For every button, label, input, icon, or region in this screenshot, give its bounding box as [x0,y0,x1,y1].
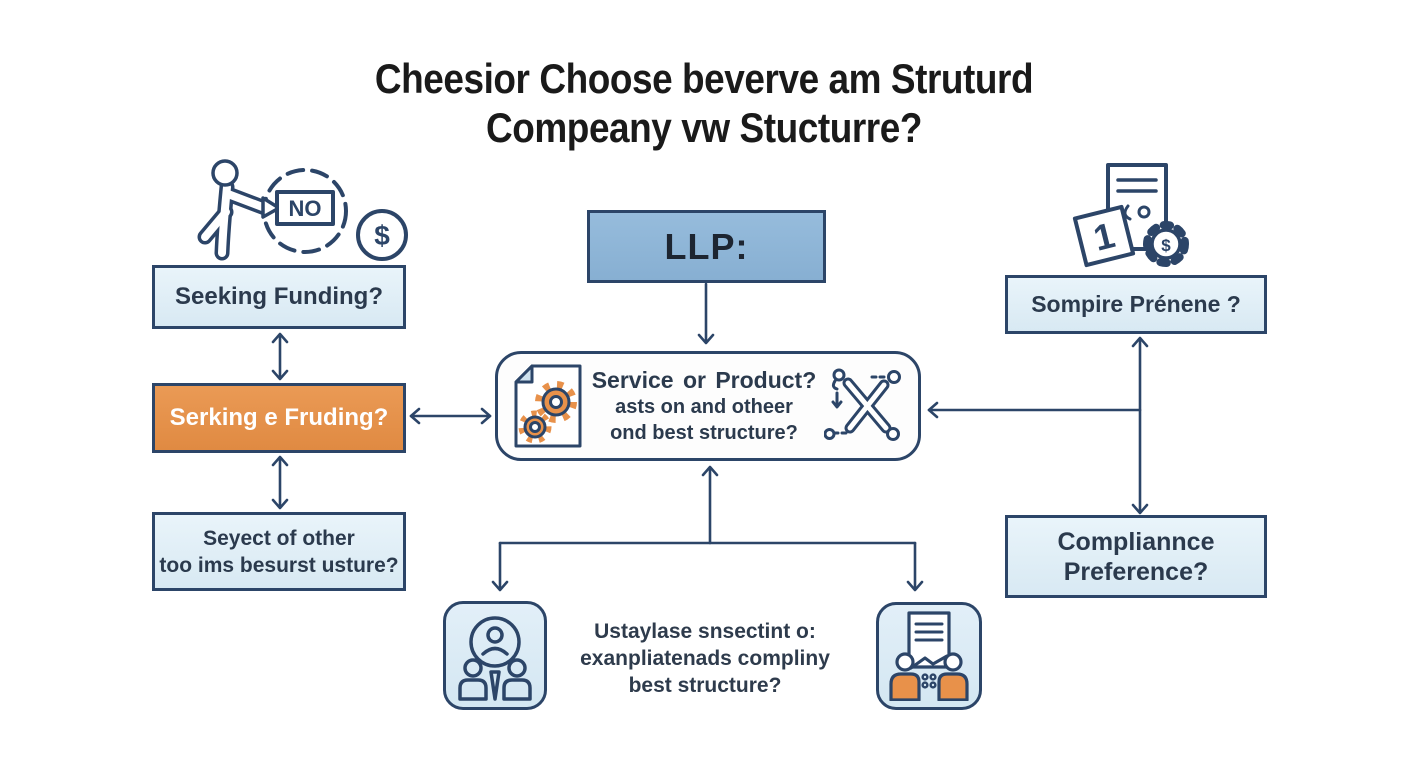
llp-label: LLP: [664,225,749,267]
page-title: Cheesior Choose beverve am Struturd Comp… [0,54,1408,152]
serking-fruding-label: Serking e Fruding? [169,404,389,431]
document-gears-icon [514,364,582,448]
seyect-label: Seyect of other too ims besurst usture? [159,525,398,579]
seeking-funding-label: Seeking Funding? [175,283,383,310]
bottom-line2: exanpliatenads compliny [580,647,830,670]
handshake-document-icon [889,611,969,701]
page-title-line1: Cheesior Choose beverve am Struturd [374,55,1034,102]
serking-fruding-box: Serking e Fruding? [152,383,406,453]
compliance-box: Compliannce Preference? [1005,515,1267,598]
handshake-icon-box [876,602,982,710]
sompire-label: Sompire Prénene ? [1031,291,1241,317]
service-line2: asts on and otheer [615,396,793,418]
service-line1: Service or Product? [591,367,817,393]
bottom-question-text: Ustaylase snsectint o: exanpliatenads co… [530,618,880,699]
seyect-line1: Seyect of other [203,526,355,550]
team-icon-box [443,601,547,710]
seyect-box: Seyect of other too ims besurst usture? [152,512,406,591]
bottom-line3: best structure? [628,674,782,697]
llp-box: LLP: [587,210,826,283]
compliance-line1: Compliannce [1057,527,1215,556]
no-label: NO [289,196,322,221]
bottom-line1: Ustaylase snsectint o: [594,620,816,643]
service-line3: ond best structure? [610,422,798,444]
sompire-box: Sompire Prénene ? [1005,275,1267,334]
seyect-line2: too ims besurst usture? [159,553,399,577]
crossed-arrows-icon [824,368,901,441]
service-product-box: Service or Product? asts on and otheer o… [495,351,921,461]
seeking-funding-box: Seeking Funding? [152,265,406,329]
invoice-gear-dollar-icon: 1 $ [1072,163,1189,268]
person-gear-no-icon: NO $ [197,159,408,261]
compliance-line2: Preference? [1063,557,1209,586]
compliance-label: Compliannce Preference? [1058,527,1215,587]
service-product-text: Service or Product? asts on and otheer o… [584,366,824,446]
page-title-line2: Compeany vw Stucturre? [485,104,922,151]
dollar-label: $ [374,220,390,251]
team-icon [458,615,532,701]
gear-dollar-label: $ [1161,236,1171,255]
